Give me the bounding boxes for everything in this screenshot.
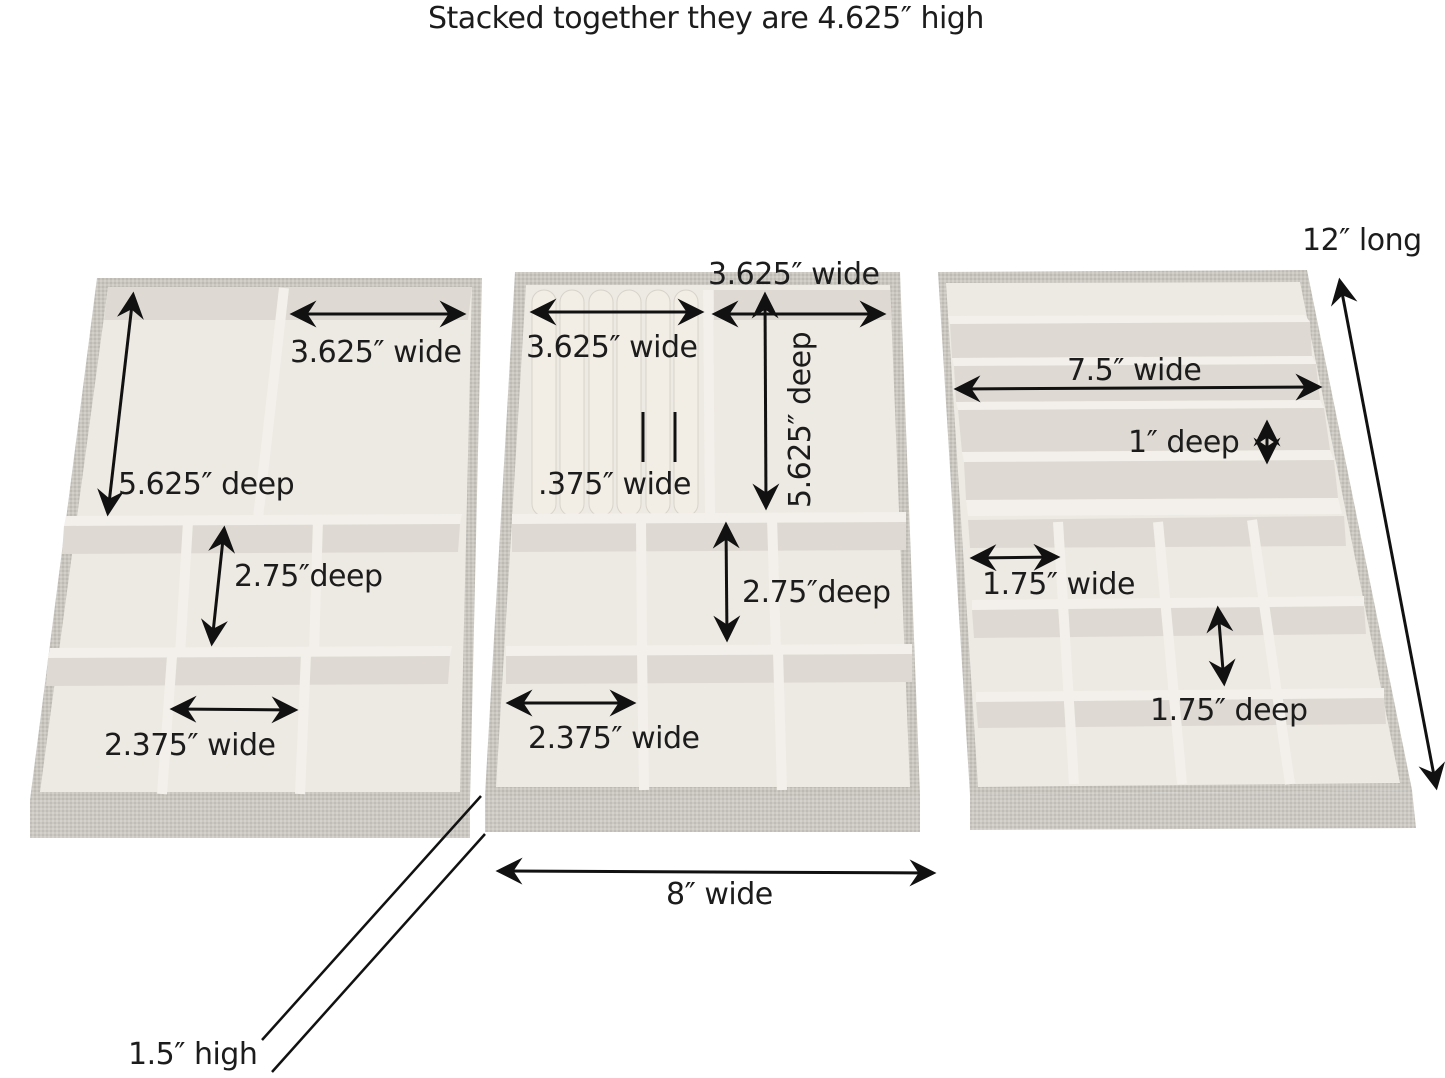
width-arrow (495, 857, 937, 887)
middle-tray-ring-section-width-label: 3.625″ wide (526, 330, 698, 365)
height-extension-line-1 (261, 795, 482, 1041)
long-slots (948, 315, 1342, 516)
right-tray-small-width-label: 1.75″ wide (982, 567, 1135, 602)
left-tray-top-width-label: 3.625″ wide (290, 335, 462, 370)
ring-rolls (531, 289, 699, 517)
overall-dimensions (261, 277, 1445, 1073)
length-arrow (1330, 277, 1445, 791)
middle-tray-bottom-width-label: 2.375″ wide (528, 721, 700, 756)
overall-width-label: 8″ wide (666, 877, 773, 912)
right-tray (938, 270, 1416, 830)
right-tray-slot-width-label: 7.5″ wide (1067, 353, 1202, 388)
left-tray-middle-depth-label: 2.75″deep (234, 559, 383, 594)
stacked-height-title: Stacked together they are 4.625″ high (428, 1, 984, 36)
overall-length-label: 12″ long (1302, 223, 1422, 258)
height-extension-line-2 (271, 833, 486, 1073)
right-tray-slot-depth-label: 1″ deep (1128, 425, 1240, 460)
middle-tray-ring-slot-width-label: .375″ wide (538, 467, 691, 502)
middle-tray-top-width-label: 3.625″ wide (708, 257, 880, 292)
middle-tray-middle-depth-label: 2.75″deep (742, 575, 891, 610)
right-tray-small-depth-label: 1.75″ deep (1150, 693, 1308, 728)
left-tray-top-depth-label: 5.625″ deep (118, 467, 295, 502)
overall-height-label: 1.5″ high (128, 1037, 258, 1072)
middle-tray (485, 272, 920, 832)
middle-tray-top-depth-label: 5.625″ deep (783, 331, 818, 508)
left-tray-bottom-width-label: 2.375″ wide (104, 728, 276, 763)
left-tray (30, 278, 482, 838)
